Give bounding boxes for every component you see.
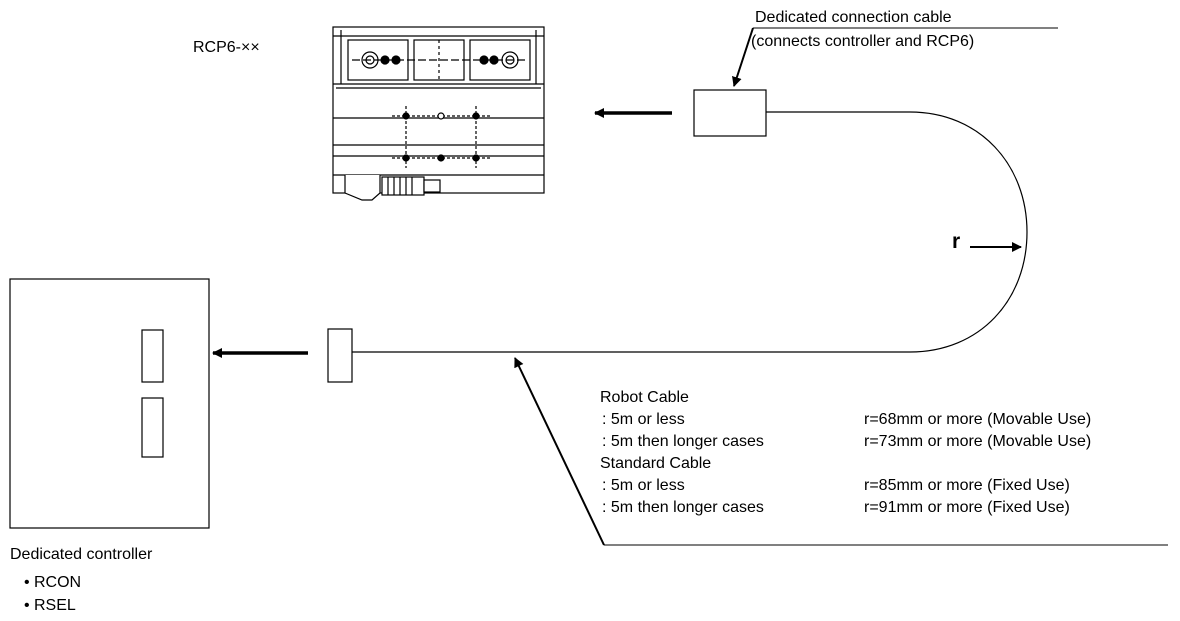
actuator-drawing bbox=[332, 26, 545, 201]
controller-model: RCON bbox=[34, 574, 82, 591]
controller-title: Dedicated controller bbox=[10, 546, 153, 563]
controller-port-lower bbox=[141, 397, 164, 458]
controller-model: RSEL bbox=[34, 597, 76, 614]
cable-connector-actuator-end bbox=[693, 89, 767, 137]
controller-model-list: • RCON • RSEL bbox=[10, 571, 81, 617]
actuator-label: RCP6-×× bbox=[193, 39, 260, 56]
cable-length: : 5m or less bbox=[602, 411, 685, 428]
bend-radius-spec: r=73mm or more (Movable Use) bbox=[864, 433, 1092, 450]
list-item: • RSEL bbox=[10, 594, 81, 617]
bend-radius-label: r bbox=[952, 230, 961, 253]
bend-radius-spec: r=91mm or more (Fixed Use) bbox=[864, 499, 1070, 516]
standard-cable-heading: Standard Cable bbox=[600, 455, 712, 472]
cable-connector-controller-end bbox=[327, 328, 353, 383]
bend-radius-spec: r=85mm or more (Fixed Use) bbox=[864, 477, 1070, 494]
cable-length: : 5m then longer cases bbox=[602, 499, 764, 516]
cable-title-leader-arrow bbox=[732, 27, 754, 87]
cable-loop bbox=[352, 111, 1028, 353]
robot-cable-heading: Robot Cable bbox=[600, 389, 689, 406]
controller-box bbox=[9, 278, 210, 529]
bullet-icon: • bbox=[24, 597, 30, 614]
cable-length: : 5m or less bbox=[602, 477, 685, 494]
bullet-icon: • bbox=[24, 574, 30, 591]
cable-title-line1: Dedicated connection cable bbox=[755, 9, 952, 26]
cable-title-line2: (connects controller and RCP6) bbox=[751, 33, 975, 50]
table-leader-arrow bbox=[514, 357, 605, 546]
bend-radius-spec: r=68mm or more (Movable Use) bbox=[864, 411, 1092, 428]
controller-port-upper bbox=[141, 329, 164, 383]
cable-length: : 5m then longer cases bbox=[602, 433, 764, 450]
list-item: • RCON bbox=[10, 571, 81, 594]
